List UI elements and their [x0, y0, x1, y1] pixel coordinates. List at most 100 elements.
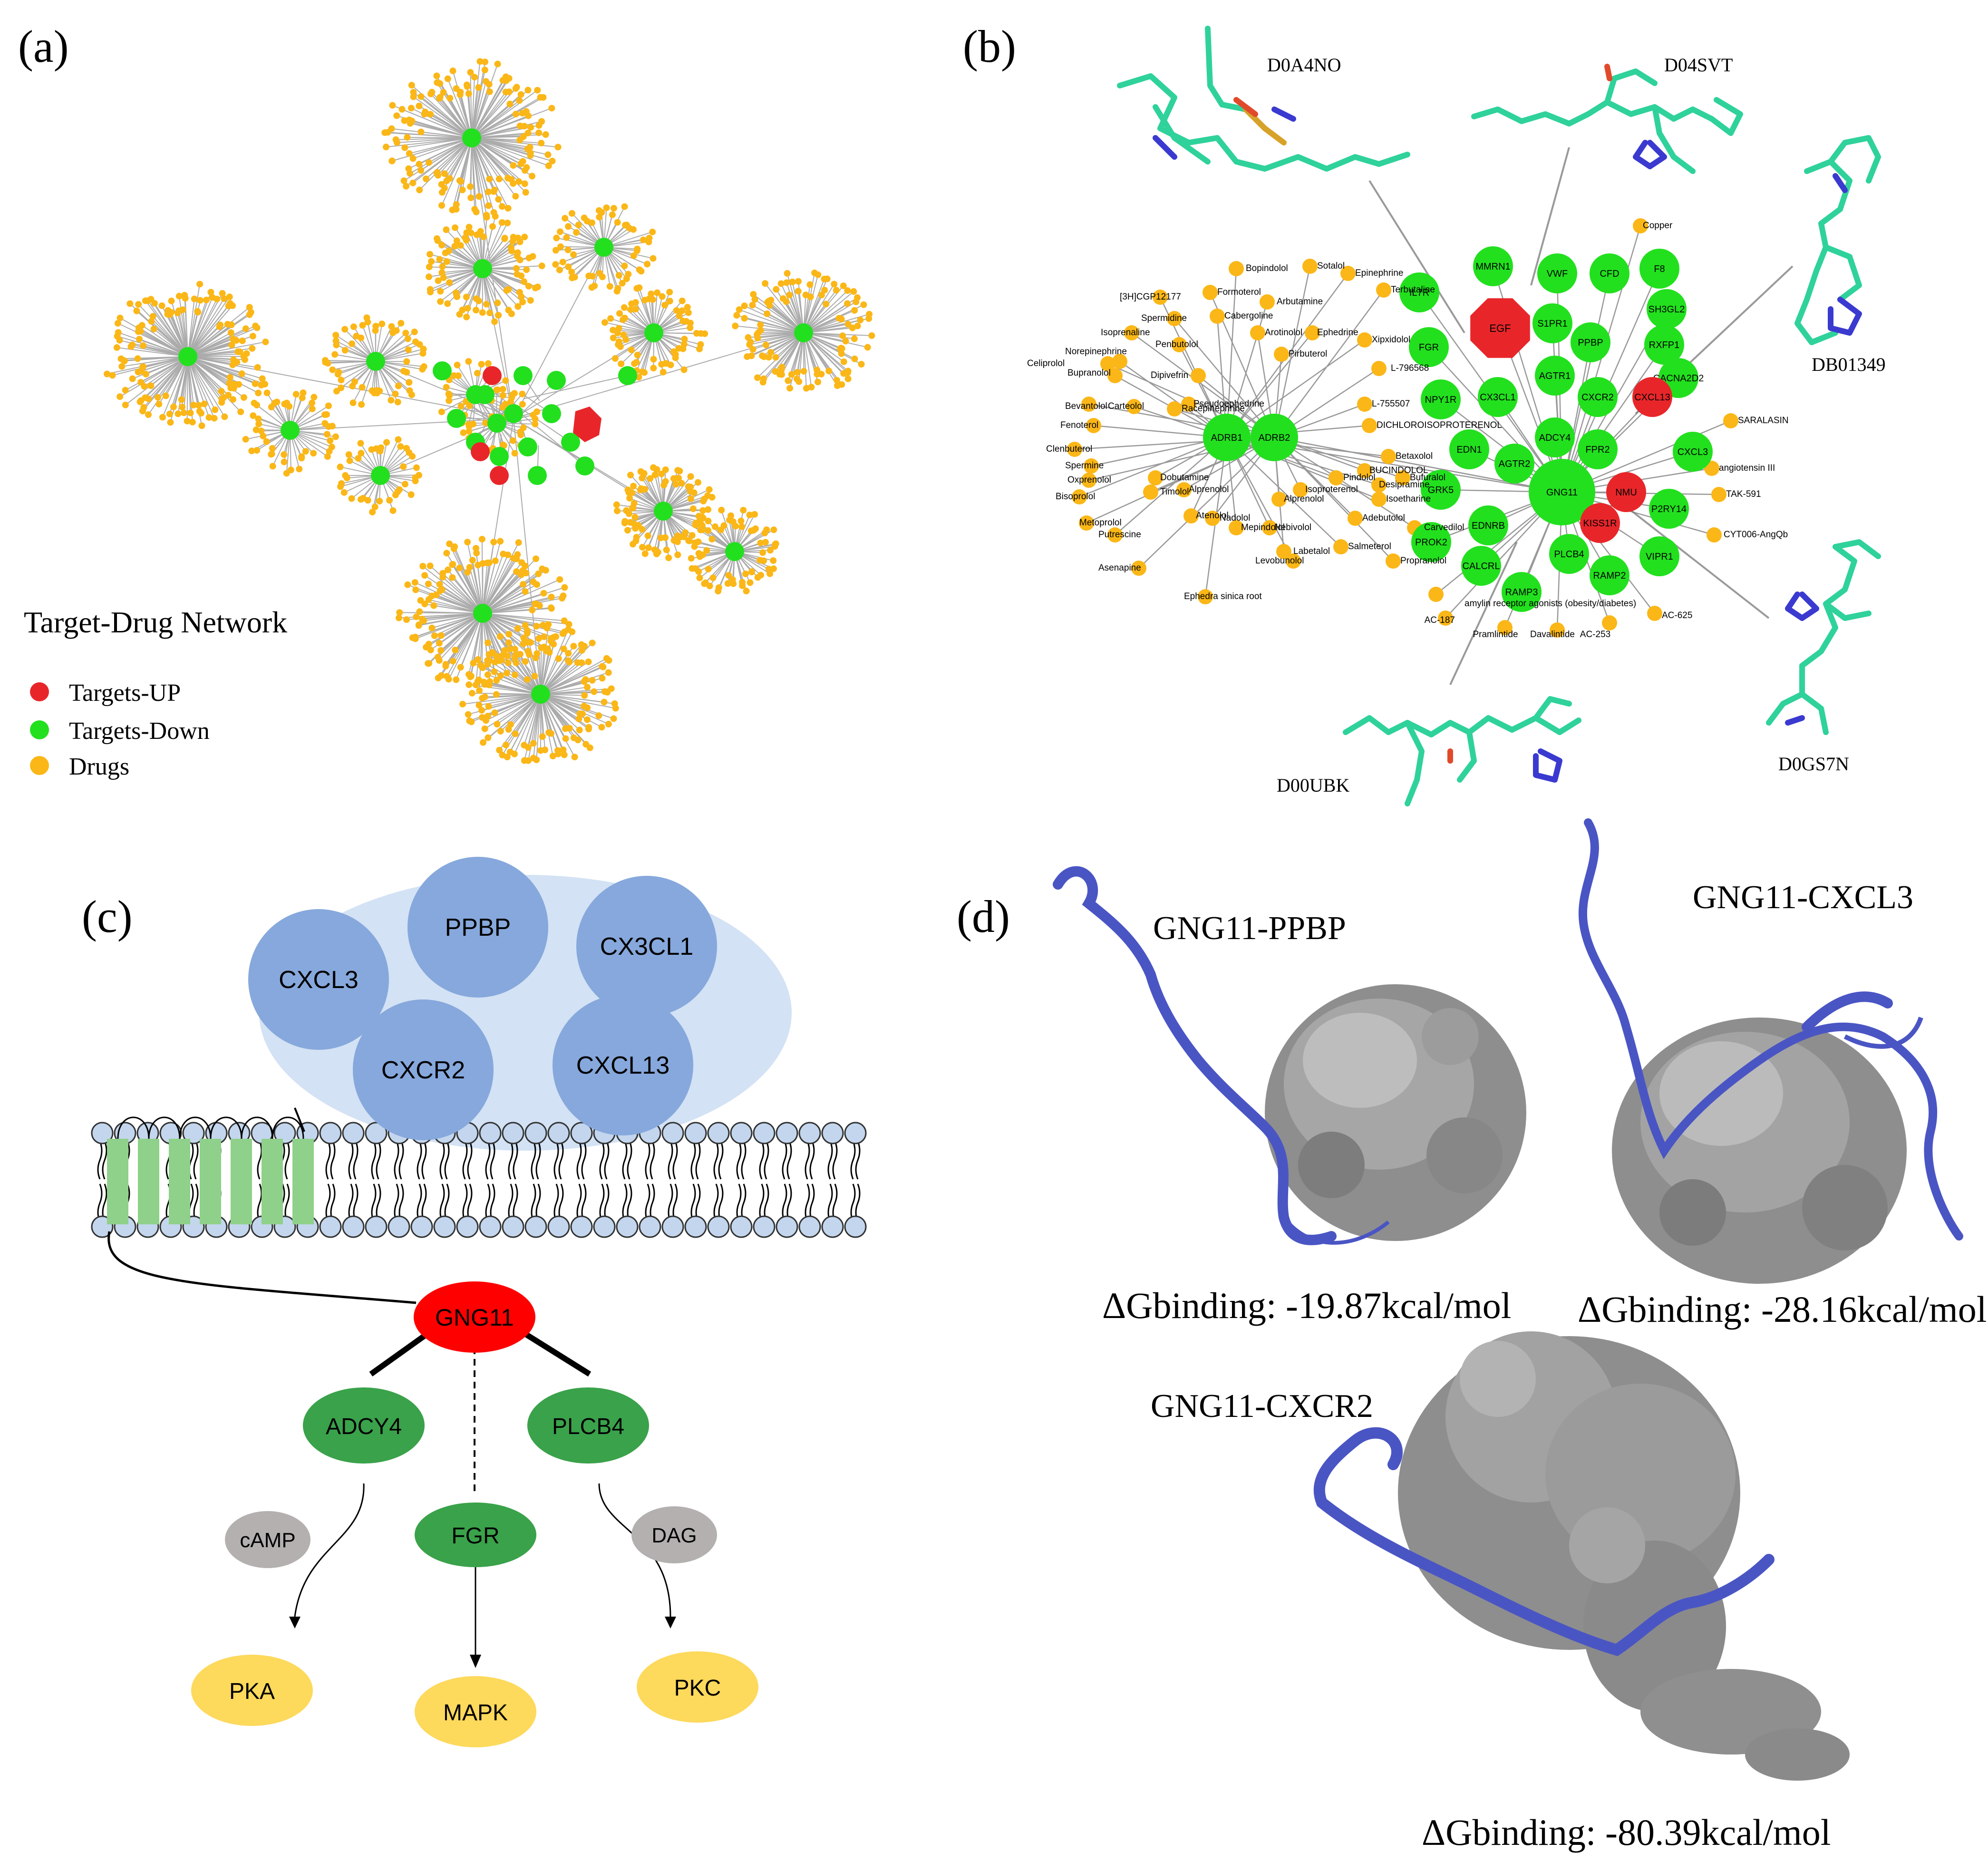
drug-node: [701, 330, 708, 337]
drug-node: [1362, 418, 1377, 433]
drug-node: [400, 177, 407, 184]
drug-node: [640, 470, 648, 477]
target-down-node: [1494, 444, 1534, 484]
drug-node: [136, 398, 144, 406]
drug-node: [486, 310, 494, 317]
drug-node: [680, 366, 688, 373]
drug-node: [615, 338, 622, 345]
lipid-head: [776, 1122, 798, 1144]
drug-node: [410, 88, 417, 96]
drug-node: [823, 301, 830, 308]
hub-gng11-label: GNG11: [435, 1304, 514, 1331]
drug-label: Betaxolol: [1396, 451, 1433, 461]
drug-node: [473, 307, 480, 314]
drug-node: [673, 307, 680, 314]
drug-label: Metoprolol: [1079, 518, 1122, 528]
drug-node: [464, 305, 471, 312]
drug-node: [676, 467, 683, 475]
drug-node: [395, 614, 402, 621]
drug-node: [691, 543, 698, 550]
drug-node: [332, 433, 339, 440]
drug-label: Ephedra sinica root: [1184, 591, 1262, 601]
drug-node: [1143, 485, 1158, 500]
drug-node: [533, 650, 541, 657]
drug-label: Isoetharine: [1386, 494, 1431, 504]
target-down-label: CXCR2: [1581, 392, 1614, 403]
drug-node: [464, 83, 471, 90]
target-down-label: GRK5: [1428, 485, 1454, 495]
drug-node: [541, 633, 548, 640]
drug-node: [436, 657, 443, 664]
drug-node: [228, 341, 235, 349]
effector-fgr: FGR: [415, 1503, 536, 1567]
drug-node: [485, 202, 492, 209]
drug-node: [467, 69, 474, 76]
drug-node: [842, 338, 849, 345]
drug-node: [780, 295, 787, 302]
drug-node: [517, 431, 524, 438]
drug-node: [1371, 477, 1387, 493]
drug-node: [436, 581, 443, 588]
complex-gng11-ppbp-title: GNG11-PPBP: [1153, 910, 1346, 947]
drug-node: [355, 455, 362, 462]
drug-node: [309, 399, 316, 407]
drug-node: [565, 263, 572, 271]
drug-node: [630, 500, 638, 507]
drug-node: [527, 152, 534, 159]
drug-node: [1172, 337, 1187, 352]
drug-node: [475, 84, 482, 91]
drug-node: [578, 647, 585, 654]
drug-node: [501, 235, 508, 242]
drug-node: [1260, 294, 1275, 310]
drug-node: [180, 409, 187, 417]
drug-node: [263, 438, 270, 445]
drug-node: [404, 335, 411, 342]
drug-label: Asenapine: [1098, 563, 1141, 573]
drug-node: [495, 196, 502, 203]
legend-down-label: Targets-Down: [69, 717, 210, 745]
drug-label: Fenoterol: [1060, 420, 1098, 430]
target-down-label: RAMP3: [1505, 587, 1538, 598]
drug-node: [436, 80, 444, 87]
drug-node: [407, 105, 415, 112]
drug-node: [839, 332, 846, 339]
drug-node: [491, 709, 498, 717]
lipid-head: [524, 1215, 547, 1238]
drug-node: [499, 404, 506, 411]
drug-node: [494, 60, 501, 68]
drug-node: [601, 688, 608, 695]
drug-node: [122, 387, 129, 394]
drug-node: [659, 293, 666, 300]
drug-node: [497, 727, 504, 735]
drug-node: [425, 660, 432, 667]
drug-node: [703, 547, 710, 554]
drug-node: [624, 486, 631, 494]
drug-node: [207, 289, 214, 296]
drug-node: [695, 550, 702, 557]
drug-node: [524, 129, 532, 136]
messenger-dag-label: DAG: [651, 1524, 697, 1547]
drug-node: [849, 324, 856, 331]
drug-node: [417, 128, 425, 136]
lipid-head: [776, 1215, 798, 1238]
drug-node: [226, 374, 233, 381]
drug-node: [281, 451, 288, 458]
drug-node: [621, 518, 629, 525]
drug-node: [195, 402, 203, 409]
drug-node: [471, 206, 478, 213]
drug-node: [1081, 397, 1096, 412]
drug-node: [443, 226, 450, 233]
drug-node: [496, 746, 503, 754]
drug-node: [492, 557, 499, 564]
complex-gng11-ppbp: GNG11-PPBP ΔGbinding: -19.87kcal/mol: [1053, 866, 1526, 1326]
lipid-head: [456, 1215, 479, 1238]
drug-node: [504, 204, 512, 212]
drug-node: [522, 167, 529, 174]
ligand-cxcl3: CXCL3: [248, 909, 389, 1050]
drug-node: [416, 341, 423, 348]
drug-node: [350, 323, 357, 330]
lipid-head: [319, 1122, 342, 1144]
target-down-label: CACNA2D2: [1653, 373, 1704, 384]
target-down-node: [1468, 505, 1508, 545]
drug-node: [610, 334, 617, 341]
